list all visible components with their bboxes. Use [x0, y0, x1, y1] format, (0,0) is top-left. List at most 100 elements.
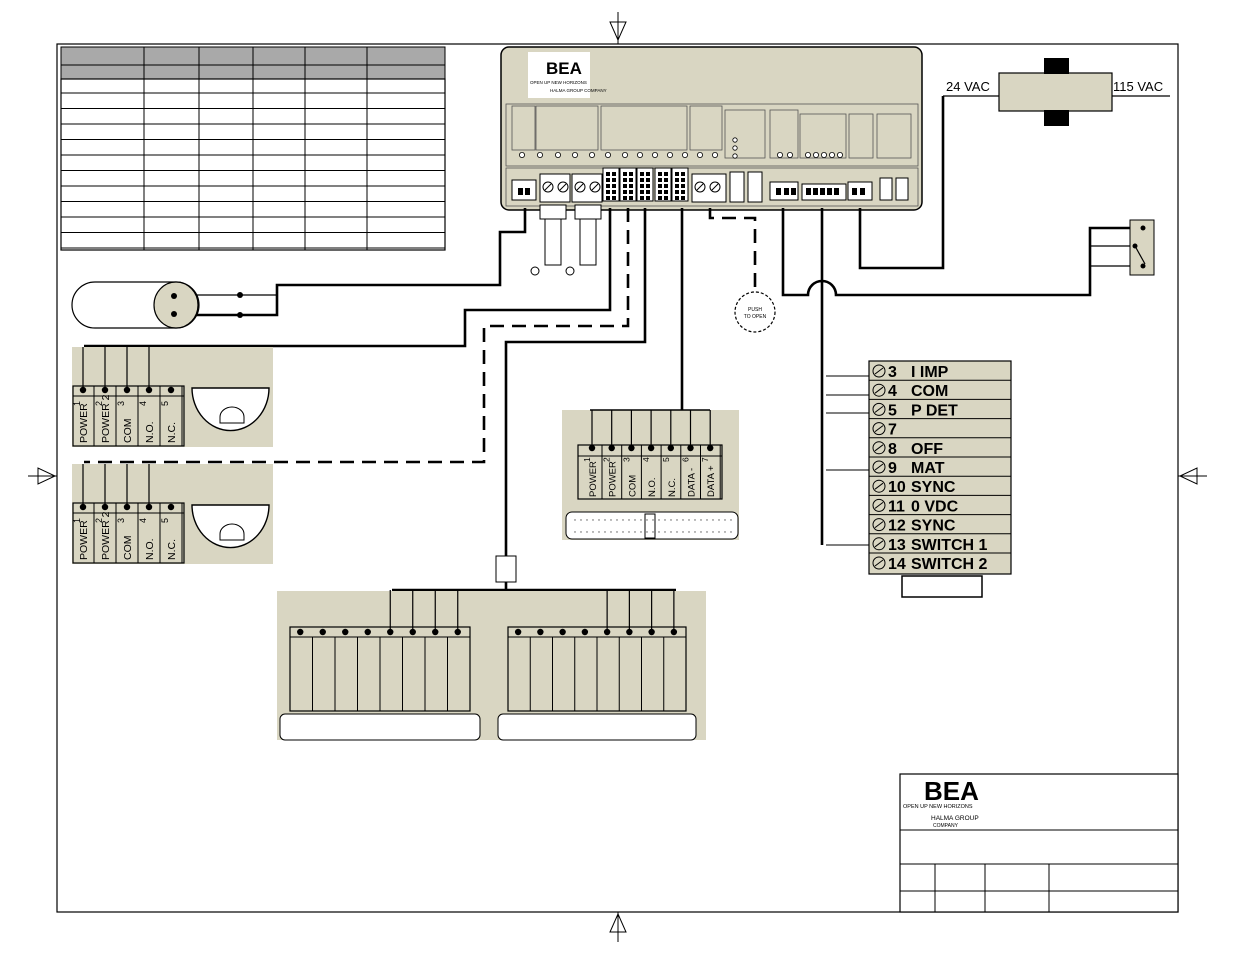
terminal-number: 8 — [888, 441, 897, 458]
safety-terminal-number: 6 — [681, 457, 691, 462]
sensor-terminal-number: 5 — [160, 401, 170, 406]
safety-terminal-label: COM — [627, 475, 638, 497]
sensor-terminal-number: 4 — [138, 518, 148, 523]
sensor-terminal-number: 2 — [94, 401, 104, 406]
terminal-number: 11 — [888, 498, 905, 515]
sensor-terminal-number: 2 — [94, 518, 104, 523]
safety-terminal-dot — [687, 444, 694, 452]
sensor-terminal-label: N.C. — [166, 539, 178, 560]
safety-terminal-number: 4 — [641, 457, 651, 462]
push-to-open-button: PUSH TO OPEN — [734, 291, 776, 333]
terminal-number: 9 — [888, 460, 897, 477]
safety-terminal-label: POWER — [608, 461, 619, 497]
terminal-block: 3 I IMP 4 COM 5 P DET 7 8 OFF 9 MAT 10 SYNC 11 0 VDC 12… — [868, 360, 1012, 598]
terminal-number: 3 — [888, 364, 897, 381]
terminal-row: 9 MAT — [872, 460, 945, 477]
terminal-row: 4 COM — [872, 383, 948, 400]
terminal-number: 4 — [888, 383, 897, 400]
sensor-terminal-label: COM — [122, 536, 134, 561]
controller-brand: BEA — [546, 59, 582, 78]
title-block: BEA OPEN UP NEW HORIZONS HALMA GROUP COM… — [899, 773, 1179, 913]
terminal-row: 5 P DET — [872, 402, 958, 419]
sensor-terminal-number: 1 — [72, 518, 82, 523]
terminal-name: SWITCH 2 — [911, 556, 988, 573]
terminal-row: 13 SWITCH 1 — [872, 537, 988, 554]
terminal-name: MAT — [911, 460, 945, 477]
safety-terminal-label: N.O. — [647, 477, 658, 497]
title-brand: BEA — [924, 776, 979, 806]
safety-terminal-number: 1 — [582, 457, 592, 462]
terminal-name: OFF — [911, 441, 943, 458]
safety-terminal-label: DATA - — [687, 468, 698, 497]
sensor-terminal-number: 3 — [116, 518, 126, 523]
title-tagline: OPEN UP NEW HORIZONS — [903, 804, 973, 810]
terminal-row: 3 I IMP — [872, 364, 949, 381]
safety-terminal-dot — [667, 444, 674, 452]
sensor-terminal-label: POWER 2 — [100, 511, 112, 560]
push-label-2: TO OPEN — [744, 314, 767, 320]
terminal-number: 5 — [888, 402, 897, 419]
controller-tagline: OPEN UP NEW HORIZONS — [530, 80, 587, 85]
safety-terminal-label: N.C. — [667, 478, 678, 497]
push-label-1: PUSH — [748, 307, 762, 313]
safety-terminal-number: 5 — [661, 457, 671, 462]
terminal-name: COM — [911, 383, 948, 400]
title-group-1: HALMA GROUP — [931, 815, 979, 822]
safety-terminal-number: 3 — [621, 457, 631, 462]
center-marks — [28, 12, 1207, 942]
safety-terminal-number: 2 — [602, 457, 612, 462]
sensor-terminal-label: N.O. — [144, 421, 156, 443]
sensor-terminal-label: N.O. — [144, 538, 156, 560]
terminal-name: SYNC — [911, 479, 956, 496]
sensor-terminal-number: 5 — [160, 518, 170, 523]
safety-terminal-dot — [707, 444, 714, 452]
terminal-number: 10 — [888, 479, 906, 496]
terminal-number: 14 — [888, 556, 906, 573]
terminal-name: 0 VDC — [911, 498, 959, 515]
terminal-row: 7 — [872, 422, 897, 439]
sensor-terminal-label: POWER 2 — [100, 394, 112, 443]
terminal-number: 7 — [888, 422, 897, 439]
sensor-terminal-label: N.C. — [166, 422, 178, 443]
transformer-primary-label: 115 VAC — [1113, 79, 1163, 94]
sensor-terminal-label: COM — [122, 419, 134, 444]
terminal-name: SWITCH 1 — [911, 537, 988, 554]
terminal-name: I IMP — [911, 364, 949, 381]
controller-unit: BEA OPEN UP NEW HORIZONS HALMA GROUP COM… — [500, 46, 923, 276]
key-switch — [1129, 219, 1155, 276]
edge-sensor-1 — [279, 590, 481, 741]
transformer: 24 VAC 115 VAC — [943, 58, 1170, 126]
safety-terminal-dot — [588, 444, 596, 452]
safety-terminal-dot — [647, 444, 655, 452]
sensor-terminal-number: 1 — [72, 401, 82, 406]
sensor-terminal-label: POWER — [78, 403, 90, 443]
safety-terminal-number: 7 — [700, 457, 710, 462]
sensor-terminal-number: 4 — [138, 401, 148, 406]
controller-group: HALMA GROUP COMPANY — [550, 88, 607, 93]
revision-table — [60, 46, 446, 251]
terminal-number: 13 — [888, 537, 906, 554]
title-group-2: COMPANY — [933, 823, 959, 829]
terminal-row: 8 OFF — [872, 441, 943, 458]
transformer-secondary-label: 24 VAC — [946, 79, 990, 94]
sensor-terminal-dot — [167, 386, 175, 394]
sensor-terminal-label: POWER — [78, 520, 90, 560]
sensor-terminal-dot — [167, 503, 175, 511]
safety-terminal-dot — [628, 444, 635, 452]
terminal-number: 12 — [888, 518, 906, 535]
lock-cylinder — [71, 281, 243, 329]
sensor-terminal-number: 3 — [116, 401, 126, 406]
terminal-row: 14 SWITCH 2 — [872, 556, 988, 573]
edge-sensor-2 — [497, 590, 697, 741]
terminal-row: 11 0 VDC — [872, 498, 959, 515]
terminal-name: P DET — [911, 402, 958, 419]
safety-terminal-label: POWER — [588, 461, 599, 497]
safety-terminal-label: DATA + — [706, 465, 717, 497]
terminal-row: 10 SYNC — [872, 479, 956, 496]
safety-terminal-dot — [608, 444, 615, 452]
